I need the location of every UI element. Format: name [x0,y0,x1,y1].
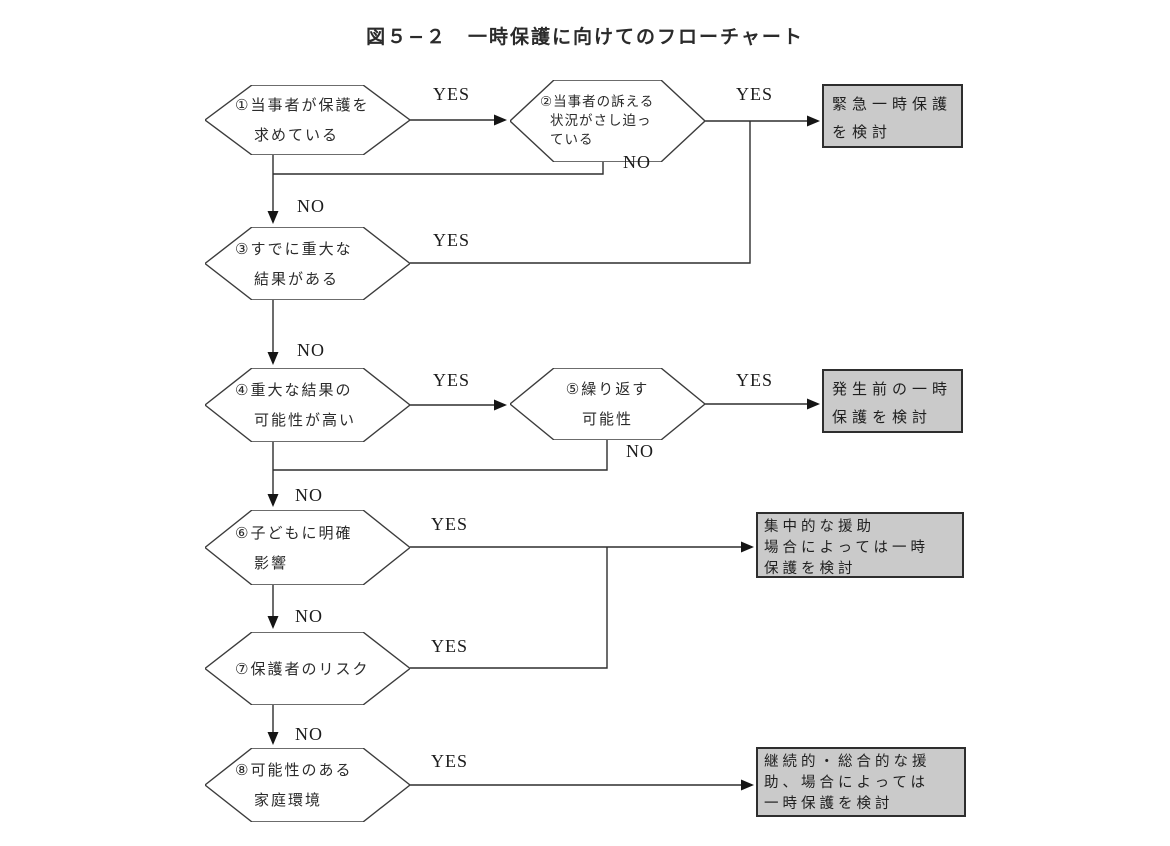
hexagon-shape [205,368,410,442]
node-text-line: 可能性が高い [254,411,357,429]
no-label: NO [297,196,325,216]
hexagon-shape [205,748,410,822]
outcome-text-line: 保護を検討 [832,408,933,426]
decision-node-5: ⑤繰り返す 可能性 [510,368,705,440]
decision-node-7: ⑦保護者のリスク [205,632,410,705]
outcome-box-continuous-support: 継続的・総合的な援 助、場合によっては 一時保護を検討 [756,747,966,817]
hexagon-shape [205,85,410,155]
node-text-line: 結果がある [254,269,340,288]
no-label: NO [626,441,654,461]
decision-node-2: ②当事者の訴える 状況がさし迫っ ている [510,80,705,162]
yes-label: YES [736,370,774,390]
decision-node-1: ①当事者が保護を 求めている [205,85,410,155]
decision-node-3: ③すでに重大な 結果がある [205,227,410,300]
yes-label: YES [431,751,469,771]
node-text-line: ⑤繰り返す [565,380,650,398]
outcome-box-intensive-support: 集中的な援助 場合によっては一時 保護を検討 [756,512,964,578]
node-text-line: 家庭環境 [254,791,323,809]
node-text-line: 状況がさし迫っ [550,112,652,129]
decision-node-4: ④重大な結果の 可能性が高い [205,368,410,442]
node-text-line: 影響 [254,553,289,572]
decision-node-8: ⑧可能性のある 家庭環境 [205,748,410,822]
outcome-text-line: 継続的・総合的な援 [764,754,931,770]
node-text-line: 求めている [254,126,340,144]
no-label: NO [295,724,323,744]
node-text-line: ⑦保護者のリスク [235,659,370,678]
no-label: NO [295,485,323,505]
node-text-line: ①当事者が保護を [235,96,370,114]
hexagon-shape [205,632,410,705]
yes-label: YES [431,636,469,656]
yes-label: YES [431,514,469,534]
hexagon-shape [205,510,410,585]
outcome-text-line: 場合によっては一時 [764,540,930,556]
node-text-line: ②当事者の訴える [540,93,655,110]
figure-title: 図５−２ 一時保護に向けてのフローチャート [366,26,804,48]
node-text-line: ⑥子どもに明確 [235,523,353,542]
yes-label: YES [433,370,471,390]
outcome-text-line: 助、場合によっては [764,775,930,791]
yes-label: YES [433,84,471,104]
no-label: NO [295,606,323,626]
node-text-line: 可能性 [581,410,633,428]
node-text-line: ④重大な結果の [235,381,353,399]
decision-node-6: ⑥子どもに明確 影響 [205,510,410,585]
node-text-line: ている [550,131,594,148]
outcome-box-pre-occurrence: 発生前の一時 保護を検討 [822,369,963,433]
outcome-text-line: 緊急一時保護 [832,95,953,113]
outcome-text-line: 発生前の一時 [832,380,953,398]
hexagon-shape [510,368,705,440]
outcome-text-line: 集中的な援助 [764,519,875,535]
outcome-text-line: 保護を検討 [764,561,857,577]
no-label: NO [297,340,325,360]
no-label: NO [623,152,651,172]
node-text-line: ③すでに重大な [235,239,353,258]
yes-label: YES [433,230,471,250]
outcome-box-emergency: 緊急一時保護 を検討 [822,84,963,148]
outcome-text-line: 一時保護を検討 [764,796,894,812]
hexagon-shape [205,227,410,300]
node-text-line: ⑧可能性のある [235,761,353,779]
yes-label: YES [736,84,774,104]
outcome-text-line: を検討 [832,123,893,141]
hexagon-shape [510,80,705,162]
